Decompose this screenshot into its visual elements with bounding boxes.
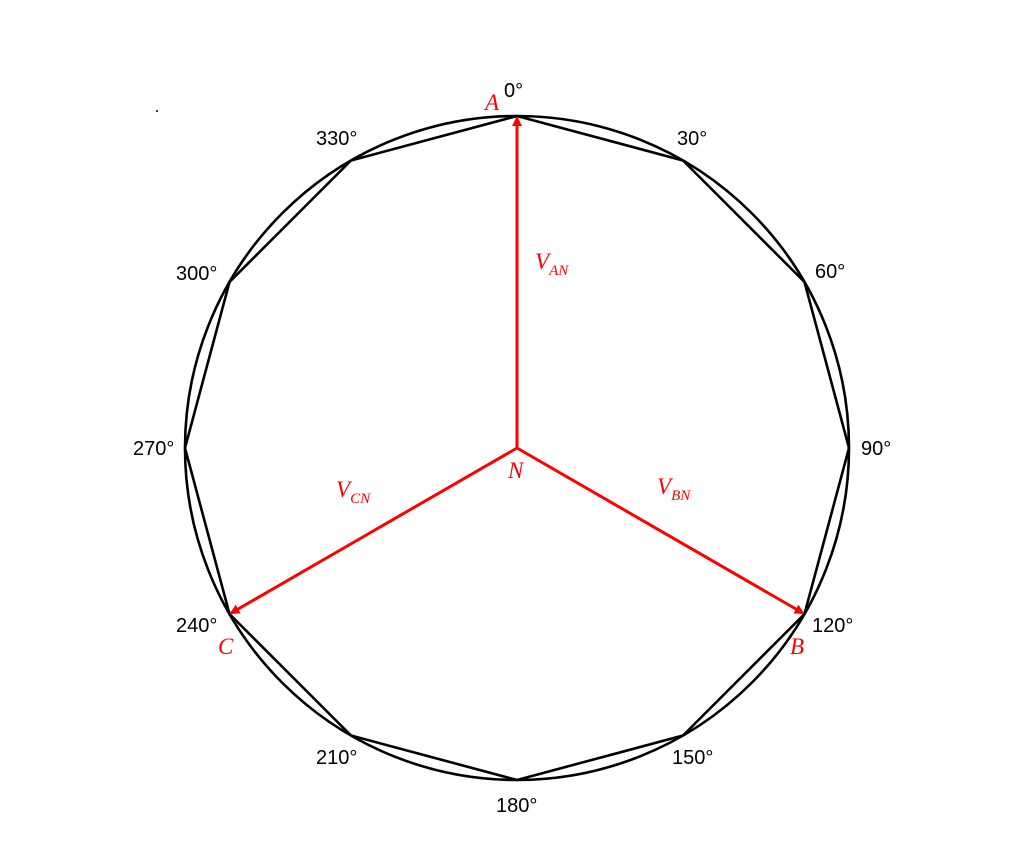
- vertex-label-b: B: [790, 634, 804, 659]
- angle-label-270: 270°: [133, 438, 174, 460]
- vertex-label-c: C: [218, 634, 234, 659]
- angle-label-60: 60°: [815, 261, 845, 283]
- phasor-arrow-vbn: [516, 446, 805, 615]
- angle-label-300: 300°: [176, 263, 217, 285]
- phasor-arrow-vcn: [229, 446, 518, 615]
- vector-label-van: VAN: [535, 249, 569, 279]
- vector-label-vcn-sub: CN: [350, 491, 371, 507]
- vertex-label-n: N: [507, 458, 525, 483]
- angle-label-90: 90°: [861, 438, 891, 460]
- vector-label-vbn-main: V: [657, 474, 674, 499]
- angle-label-240: 240°: [176, 615, 217, 637]
- vertex-label-a: A: [483, 90, 500, 115]
- dodecagon: [183, 114, 851, 782]
- angle-label-210: 210°: [316, 747, 357, 769]
- vector-label-van-sub: AN: [548, 263, 569, 279]
- angle-label-30: 30°: [677, 128, 707, 150]
- angle-label-150: 150°: [672, 747, 713, 769]
- vector-label-vcn: VCN: [336, 477, 371, 507]
- stray-dot: [156, 110, 158, 112]
- vector-label-van-main: V: [535, 249, 552, 274]
- vector-label-vcn-main: V: [336, 477, 353, 502]
- vector-label-vbn-sub: BN: [671, 488, 691, 504]
- angle-label-0: 0°: [504, 80, 523, 102]
- angle-label-120: 120°: [812, 615, 853, 637]
- angle-label-180: 180°: [496, 795, 537, 817]
- angle-label-330: 330°: [316, 128, 357, 150]
- vector-label-vbn: VBN: [657, 474, 691, 504]
